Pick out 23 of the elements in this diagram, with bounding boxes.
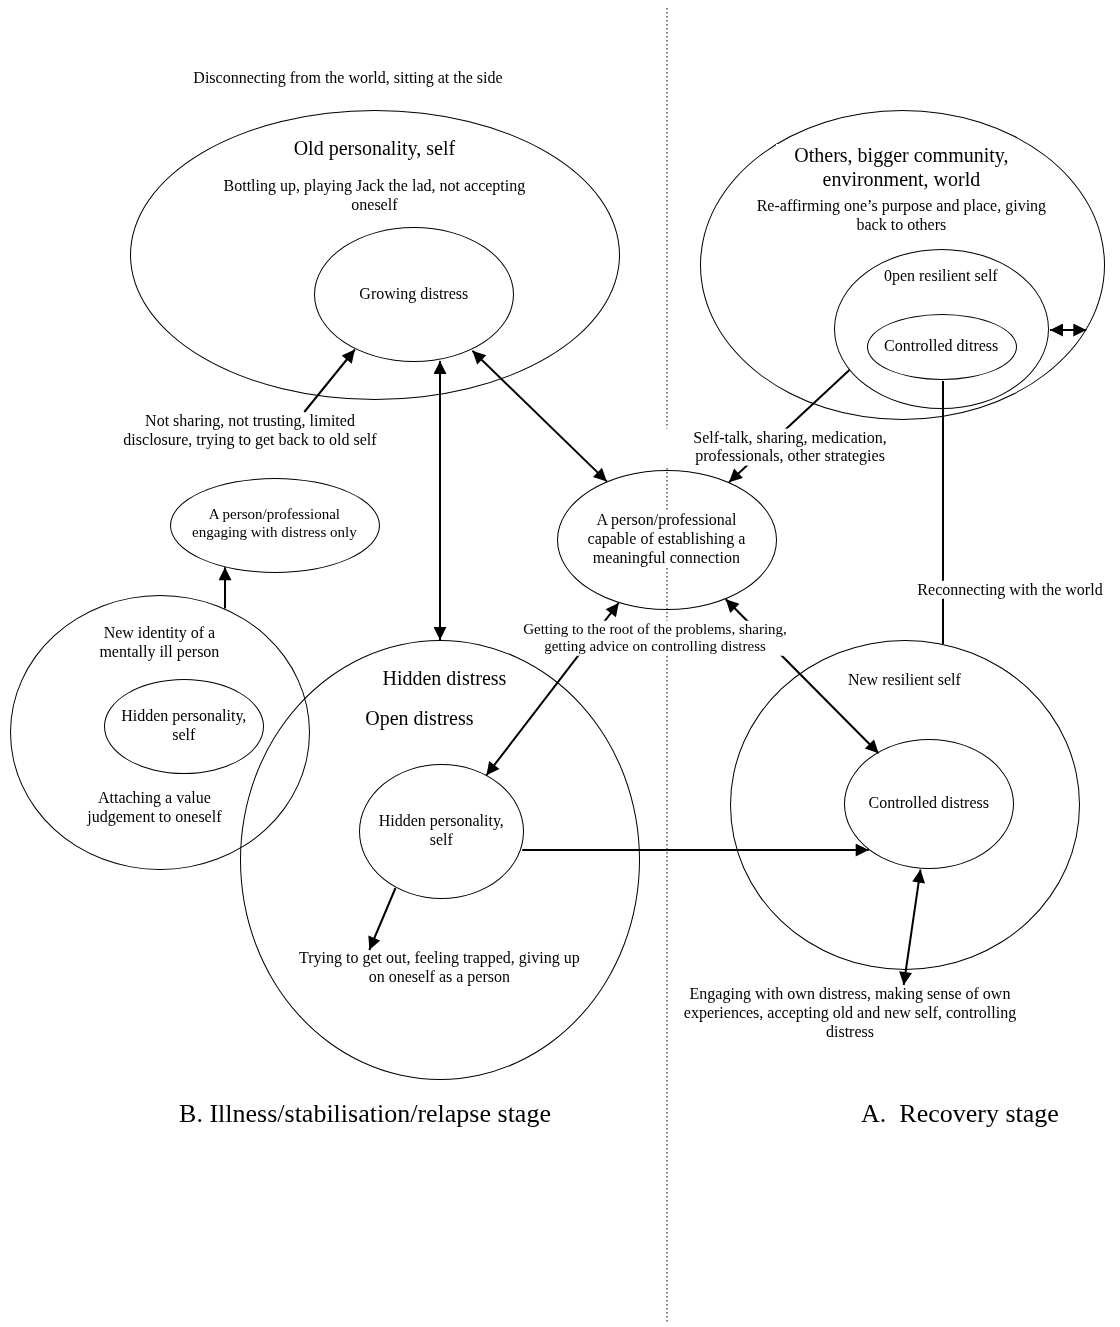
arrow (521, 843, 870, 857)
arrow (471, 349, 608, 483)
arrow (368, 887, 397, 951)
annotation-text: Not sharing, not trusting, limited disclosure, trying to get back to old self (110, 412, 390, 472)
ellipse (104, 679, 265, 775)
annotation-text: Engaging with own distress, making sense of own experiences, accepting old and new self, controlling distress (680, 985, 1020, 1047)
stage-label: A. Recovery stage (861, 1098, 1059, 1130)
annotation-text: Trying to get out, feeling trapped, giving up on oneself as a person (289, 949, 590, 995)
ellipse (314, 227, 515, 363)
connector-line (942, 380, 944, 645)
ellipse-label: Growing distress (359, 284, 469, 304)
stage-label: B. Illness/stabilisation/relapse stage (179, 1098, 551, 1130)
arrow (218, 566, 232, 610)
arrow (899, 868, 926, 986)
arrow (303, 348, 356, 413)
ellipse-label: 0pen resilient self (883, 266, 998, 286)
ellipse (359, 764, 525, 900)
arrow (433, 359, 447, 641)
edge-label: Reconnecting with the world (915, 580, 1105, 600)
note-text: Disconnecting from the world, sitting at the side (193, 68, 503, 88)
ellipse (10, 595, 310, 870)
ellipse-label: Old personality, self (293, 137, 456, 161)
arrow (1049, 323, 1088, 337)
